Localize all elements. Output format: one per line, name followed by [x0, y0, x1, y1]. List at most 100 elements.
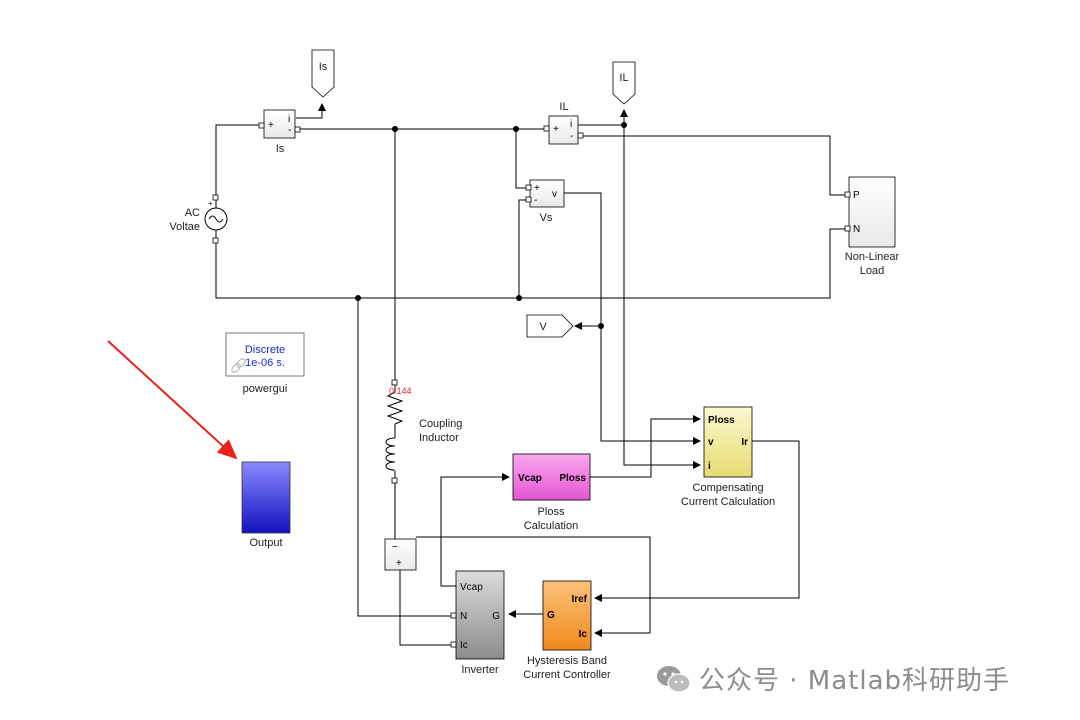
vcap-voltage-meter[interactable]: − +	[384, 538, 417, 571]
comp-port-ploss: Ploss	[708, 415, 735, 426]
port-v-label: v	[552, 189, 557, 200]
ac-source-label-2: Voltae	[169, 221, 200, 233]
wire-ic-hyst	[416, 536, 651, 637]
inverter-port-g: G	[492, 611, 500, 622]
vs-voltage-meter[interactable]: + - v Vs	[525, 179, 565, 224]
comp-port-i: i	[708, 461, 711, 472]
wire-is-goto	[296, 103, 326, 119]
hyst-label-2: Current Controller	[523, 669, 611, 681]
coupling-label-1: Coupling	[419, 418, 462, 430]
il-current-meter[interactable]: IL + i -	[543, 101, 584, 145]
inverter-block[interactable]: Vcap N Ic G Inverter	[450, 570, 505, 676]
port-square	[450, 641, 457, 648]
wire-vcap-ploss	[440, 473, 510, 587]
port-square	[258, 122, 265, 129]
powergui-mode: Discrete	[245, 344, 285, 356]
port-square	[844, 191, 851, 198]
port-square	[212, 237, 219, 244]
hyst-port-g: G	[547, 610, 555, 621]
port-square	[543, 125, 550, 132]
svg-text:+: +	[208, 199, 213, 208]
load-port-p: P	[853, 190, 860, 201]
junctions	[355, 122, 627, 329]
output-scope-block[interactable]: Output	[241, 461, 291, 549]
is-goto-label: Is	[319, 61, 328, 73]
wire-vs-out	[564, 192, 701, 445]
inverter-port-n: N	[460, 611, 467, 622]
port-square	[525, 184, 532, 191]
watermark: 公众号 · Matlab科研助手	[655, 660, 1010, 697]
coupling-label-2: Inductor	[419, 432, 459, 444]
hyst-port-ic: Ic	[579, 629, 588, 640]
port-square	[844, 225, 851, 232]
junction-dot	[621, 122, 627, 128]
port-plus-label: +	[534, 183, 540, 194]
hysteresis-controller-block[interactable]: Iref Ic G Hysteresis Band Current Contro…	[523, 580, 611, 681]
compensating-current-block[interactable]: Ploss v i Ir Compensating Current Calcul…	[681, 406, 775, 508]
port-square	[450, 612, 457, 619]
coupling-inductor-block[interactable]: 0.144 Coupling Inductor	[385, 379, 462, 484]
link-icon	[231, 358, 246, 373]
hyst-label-1: Hysteresis Band	[527, 655, 607, 667]
vs-meter-name: Vs	[540, 212, 553, 224]
port-square	[391, 477, 398, 484]
wire-source-top	[215, 124, 260, 198]
ploss-calculation-block[interactable]: Vcap Ploss Ploss Calculation	[512, 453, 591, 532]
port-i-label: i	[570, 119, 572, 130]
inductor-coil-icon	[385, 437, 396, 471]
port-square	[391, 379, 398, 386]
wire-load-p	[578, 135, 846, 196]
junction-dot	[392, 126, 398, 132]
ploss-label-2: Calculation	[524, 520, 578, 532]
inverter-port-ic: Ic	[460, 640, 468, 651]
load-label-1: Non-Linear	[845, 251, 900, 263]
wire-il-comp	[623, 125, 701, 469]
port-minus-label: -	[570, 131, 573, 142]
wire-ir-iref	[594, 440, 800, 602]
is-goto-tag[interactable]: Is	[311, 49, 335, 98]
port-i-label: i	[288, 114, 290, 125]
v-goto-tag[interactable]: V	[526, 314, 574, 338]
annotation-arrow	[107, 340, 238, 460]
wechat-icon	[657, 665, 691, 693]
port-minus-label: -	[534, 195, 537, 206]
inverter-port-vcap: Vcap	[460, 582, 483, 593]
nonlinear-load-block[interactable]: P N Non-Linear Load	[844, 176, 900, 277]
powergui-step: 1e-06 s.	[245, 357, 285, 369]
wire-vs-minus	[518, 199, 530, 298]
port-square	[212, 194, 219, 201]
junction-dot	[513, 126, 519, 132]
port-square	[294, 126, 301, 133]
load-label-2: Load	[860, 265, 884, 277]
junction-dot	[516, 295, 522, 301]
watermark-text: 公众号 · Matlab科研助手	[699, 666, 1011, 696]
is-current-meter[interactable]: + i - Is	[258, 109, 301, 155]
powergui-name: powergui	[243, 383, 288, 395]
coupling-resistance-value: 0.144	[389, 386, 412, 396]
powergui-block[interactable]: Discrete 1e-06 s. powergui	[225, 332, 305, 395]
port-plus-label: +	[553, 124, 559, 135]
wires	[215, 103, 846, 646]
port-minus-label: −	[392, 542, 398, 553]
ploss-port-vcap: Vcap	[518, 473, 542, 484]
ac-source-label-1: AC	[185, 207, 200, 219]
load-port-n: N	[853, 224, 860, 235]
comp-port-v: v	[708, 437, 714, 448]
comp-label-2: Current Calculation	[681, 496, 775, 508]
wire-inverter-n	[357, 298, 452, 617]
ploss-label-1: Ploss	[538, 506, 565, 518]
inverter-name: Inverter	[461, 664, 499, 676]
junction-dot	[598, 323, 604, 329]
v-goto-label: V	[539, 321, 547, 333]
wire-bottom-bus	[215, 228, 846, 299]
port-plus-label: +	[396, 558, 402, 569]
wire-il-goto	[578, 109, 628, 126]
port-minus-label: -	[288, 125, 291, 136]
wire-vs-plus	[515, 129, 530, 189]
port-square	[525, 196, 532, 203]
ac-source-block[interactable]: + AC Voltae	[169, 194, 228, 244]
il-goto-tag[interactable]: IL	[612, 61, 636, 105]
il-meter-name: IL	[559, 101, 568, 113]
is-meter-name: Is	[276, 143, 285, 155]
port-square	[577, 132, 584, 139]
